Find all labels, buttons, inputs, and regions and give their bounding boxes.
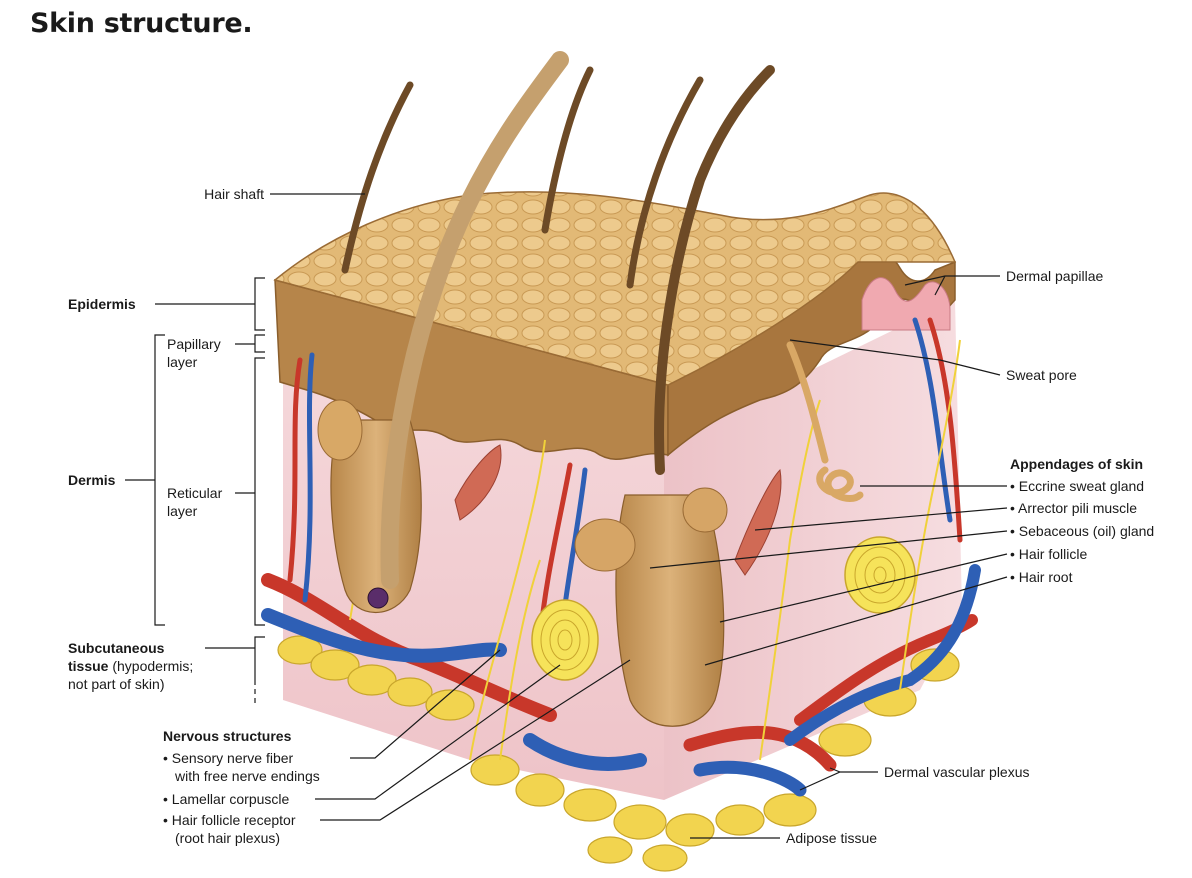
hair-shafts	[341, 51, 775, 589]
label-dermal-papillae: Dermal papillae	[1006, 268, 1103, 284]
label-subcutaneous-3: not part of skin)	[68, 676, 165, 692]
label-hair-shaft: Hair shaft	[204, 186, 264, 202]
adipose-tissue-illustration	[277, 635, 960, 872]
nervous-item-3a: • Hair follicle receptor	[163, 812, 296, 828]
blood-vessels	[261, 317, 981, 797]
arrector-pili-muscle-shapes	[454, 444, 782, 576]
label-papillary-1: Papillary	[167, 336, 221, 352]
appendage-item-2: • Arrector pili muscle	[1010, 500, 1137, 516]
page-title: Skin structure.	[30, 8, 253, 39]
label-sweat-pore: Sweat pore	[1006, 367, 1077, 383]
appendage-item-4: • Hair follicle	[1010, 546, 1087, 562]
label-epidermis: Epidermis	[68, 296, 136, 312]
label-subcutaneous-hypodermis: (hypodermis;	[108, 658, 193, 674]
epidermis-front	[274, 279, 669, 461]
nervous-item-3b: (root hair plexus)	[175, 830, 280, 846]
label-adipose-tissue: Adipose tissue	[786, 830, 877, 846]
label-subcutaneous-1: Subcutaneous	[68, 640, 165, 656]
label-subcutaneous-2: tissue (hypodermis;	[68, 658, 193, 674]
lamellar-corpuscle-front	[531, 599, 599, 681]
hair-follicle-center	[574, 487, 728, 727]
label-reticular-2: layer	[167, 503, 198, 519]
label-reticular-1: Reticular	[167, 485, 223, 501]
appendage-item-5: • Hair root	[1010, 569, 1073, 585]
nervous-heading: Nervous structures	[163, 728, 292, 744]
dermis-side-face	[664, 300, 962, 800]
label-subcutaneous-tissue: tissue	[68, 658, 109, 674]
nervous-item-2: • Lamellar corpuscle	[163, 791, 290, 807]
nervous-item-1b: with free nerve endings	[174, 768, 320, 784]
dermal-papillae-shape	[861, 277, 951, 331]
label-papillary-2: layer	[167, 354, 198, 370]
nervous-item-1a: • Sensory nerve fiber	[163, 750, 294, 766]
label-dermal-vascular-plexus: Dermal vascular plexus	[884, 764, 1030, 780]
leader-lines	[270, 193, 1008, 839]
layer-brackets	[125, 277, 265, 705]
label-dermis: Dermis	[68, 472, 116, 488]
appendage-item-1: • Eccrine sweat gland	[1010, 478, 1144, 494]
eccrine-sweat-gland-shape	[786, 341, 864, 502]
appendages-heading: Appendages of skin	[1010, 456, 1143, 472]
appendage-item-3: • Sebaceous (oil) gland	[1010, 523, 1154, 539]
text-labels: Hair shaft Epidermis Papillary layer Der…	[68, 186, 1154, 846]
lamellar-corpuscle-side	[844, 536, 916, 614]
